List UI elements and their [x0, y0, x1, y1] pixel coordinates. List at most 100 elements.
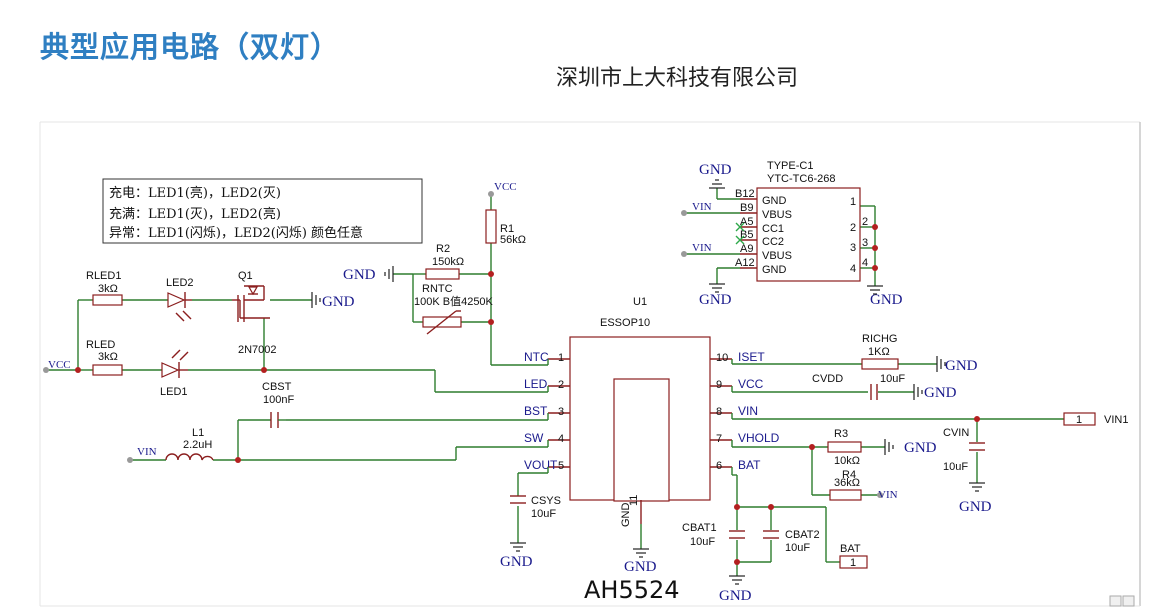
typec-pad-b9: B9	[740, 202, 753, 214]
notes-box: 充电：LED1(亮)，LED2(灭) 充满：LED1(灭)，LED2(亮) 异常…	[102, 178, 423, 244]
no-connect-cc2	[735, 235, 745, 245]
u1-package: ESSOP10	[600, 317, 650, 329]
typec-pin-cc2: CC2	[762, 236, 784, 248]
led1: LED1	[160, 349, 189, 398]
vcc-port[interactable]	[43, 367, 49, 373]
q1-value: 2N7002	[238, 344, 277, 356]
u1-pin-3-num: 3	[558, 406, 564, 418]
u1-pin-led-name: LED	[524, 377, 548, 391]
gnd-label-u1: GND	[624, 559, 657, 575]
capacitor-cbst: CBST 100nF	[262, 381, 294, 428]
u1-pin-vin-name: VIN	[738, 404, 758, 418]
typec-ref: TYPE-C1	[767, 160, 813, 172]
u1-pin-11-num: 11	[628, 495, 640, 506]
r3-value: 10kΩ	[834, 455, 860, 467]
u1-pin-9-num: 9	[716, 379, 722, 391]
typec-pin-gnd1: GND	[762, 195, 787, 207]
u1-pin-10-num: 10	[716, 352, 728, 364]
inductor-l1: L1 2.2uH	[165, 427, 214, 461]
gnd-label-cvdd: GND	[924, 385, 957, 401]
resistor-r3: R3 10kΩ	[827, 428, 862, 467]
r1-ref: R1	[500, 223, 514, 235]
typec-rnum-3: 3	[850, 242, 856, 254]
capacitor-cvdd: CVDD 10uF	[812, 373, 905, 400]
u1-pin-vout-name: VOUT	[524, 458, 558, 472]
note-full: 充满：LED1(灭)，LED2(亮)	[109, 206, 281, 222]
gnd-symbol-typec-right: GND	[867, 285, 903, 308]
vcc-net-label: VCC	[48, 359, 71, 371]
u1-pin-7-num: 7	[716, 433, 722, 445]
resistor-rled: RLED 3kΩ	[86, 339, 123, 376]
u1-pin-sw-name: SW	[524, 431, 544, 445]
typec-pad-b12: B12	[735, 188, 755, 200]
thermistor-rntc: RNTC 100K B值4250K	[414, 283, 494, 335]
u1-pin-bat-name: BAT	[738, 458, 761, 472]
cbat1-ref: CBAT1	[682, 522, 717, 534]
capacitor-cbat1: CBAT1 10uF	[682, 522, 745, 548]
led2: LED2	[166, 277, 194, 322]
typec-part: YTC-TC6-268	[767, 173, 835, 185]
typec-rnum-1: 1	[850, 196, 856, 208]
note-charging: 充电：LED1(亮)，LED2(灭)	[109, 185, 281, 201]
q1-ref: Q1	[238, 270, 253, 282]
connector-bat: 1 BAT	[839, 543, 868, 569]
typec-pad-a12: A12	[735, 257, 755, 269]
typec-rnum-3-ext: 3	[862, 237, 868, 249]
vin-net-label-r4: VIN	[878, 489, 898, 501]
typec-connector: TYPE-C1 YTC-TC6-268 B12 GND B9 VBUS A5 C…	[735, 160, 868, 282]
resistor-rled1: RLED1 3kΩ	[86, 270, 123, 306]
scroll-left-button	[1109, 595, 1122, 607]
r2-ref: R2	[436, 243, 450, 255]
gnd-symbol-q1: GND	[311, 292, 355, 310]
vin-net-label-l1: VIN	[137, 446, 157, 458]
u1-pin-6-num: 6	[716, 460, 722, 472]
vcc-port-r1[interactable]	[488, 191, 494, 197]
gnd-symbol-cvdd: GND	[913, 384, 957, 401]
vin-port-r4[interactable]	[877, 492, 883, 498]
rled1-value: 3kΩ	[98, 283, 118, 295]
resistor-r4: R4 36kΩ	[829, 469, 862, 501]
csys-value: 10uF	[531, 508, 556, 520]
cvdd-ref: CVDD	[812, 373, 843, 385]
canvas-scroll-buttons[interactable]	[1109, 595, 1135, 607]
cbat2-value: 10uF	[785, 542, 810, 554]
cbat1-value: 10uF	[690, 536, 715, 548]
gnd-label-typec-bottom: GND	[699, 292, 732, 308]
r4-value: 36kΩ	[834, 477, 860, 489]
gnd-label-cbat: GND	[719, 588, 752, 604]
bat-pin-num: 1	[850, 557, 856, 569]
vin-net-label-b9: VIN	[692, 201, 712, 213]
junction-dots	[75, 224, 980, 565]
u1-pin-gnd-name: GND	[620, 503, 632, 528]
vin-port-typec-a9[interactable]	[681, 251, 687, 257]
typec-rnum-4-ext: 4	[862, 257, 868, 269]
gnd-label-q1: GND	[322, 294, 355, 310]
note-error: 异常：LED1(闪烁)，LED2(闪烁) 颜色任意	[109, 225, 363, 241]
l1-ref: L1	[192, 427, 204, 439]
typec-pad-a9: A9	[740, 243, 753, 255]
u1-pin-2-num: 2	[558, 379, 564, 391]
u1-pin-bst-name: BST	[524, 404, 548, 418]
capacitor-cbat2: CBAT2 10uF	[763, 529, 820, 554]
no-connect-cc1	[735, 222, 745, 232]
vin-port-l1[interactable]	[127, 457, 133, 463]
u1-pin-iset-name: ISET	[738, 350, 765, 364]
canvas-frame	[39, 121, 1141, 607]
gnd-label-typec-right: GND	[870, 292, 903, 308]
rled-ref: RLED	[86, 339, 115, 351]
gnd-label-r3: GND	[904, 440, 937, 456]
gnd-label-csys: GND	[500, 554, 533, 570]
gnd-symbol-cbat: GND	[719, 575, 752, 604]
l1-value: 2.2uH	[183, 439, 212, 451]
led2-ref: LED2	[166, 277, 194, 289]
cbst-value: 100nF	[263, 394, 294, 406]
scroll-right-button	[1122, 595, 1135, 607]
gnd-symbol-richg: GND	[936, 356, 978, 374]
vin-port-typec-b9[interactable]	[681, 210, 687, 216]
typec-rnum-2-ext: 2	[862, 216, 868, 228]
gnd-label-cvin: GND	[959, 499, 992, 515]
typec-pad-b5: B5	[740, 229, 753, 241]
vin1-label: VIN1	[1104, 414, 1128, 426]
resistor-r1: R1 56kΩ	[485, 209, 526, 246]
gnd-symbol-r2: GND	[343, 266, 394, 283]
